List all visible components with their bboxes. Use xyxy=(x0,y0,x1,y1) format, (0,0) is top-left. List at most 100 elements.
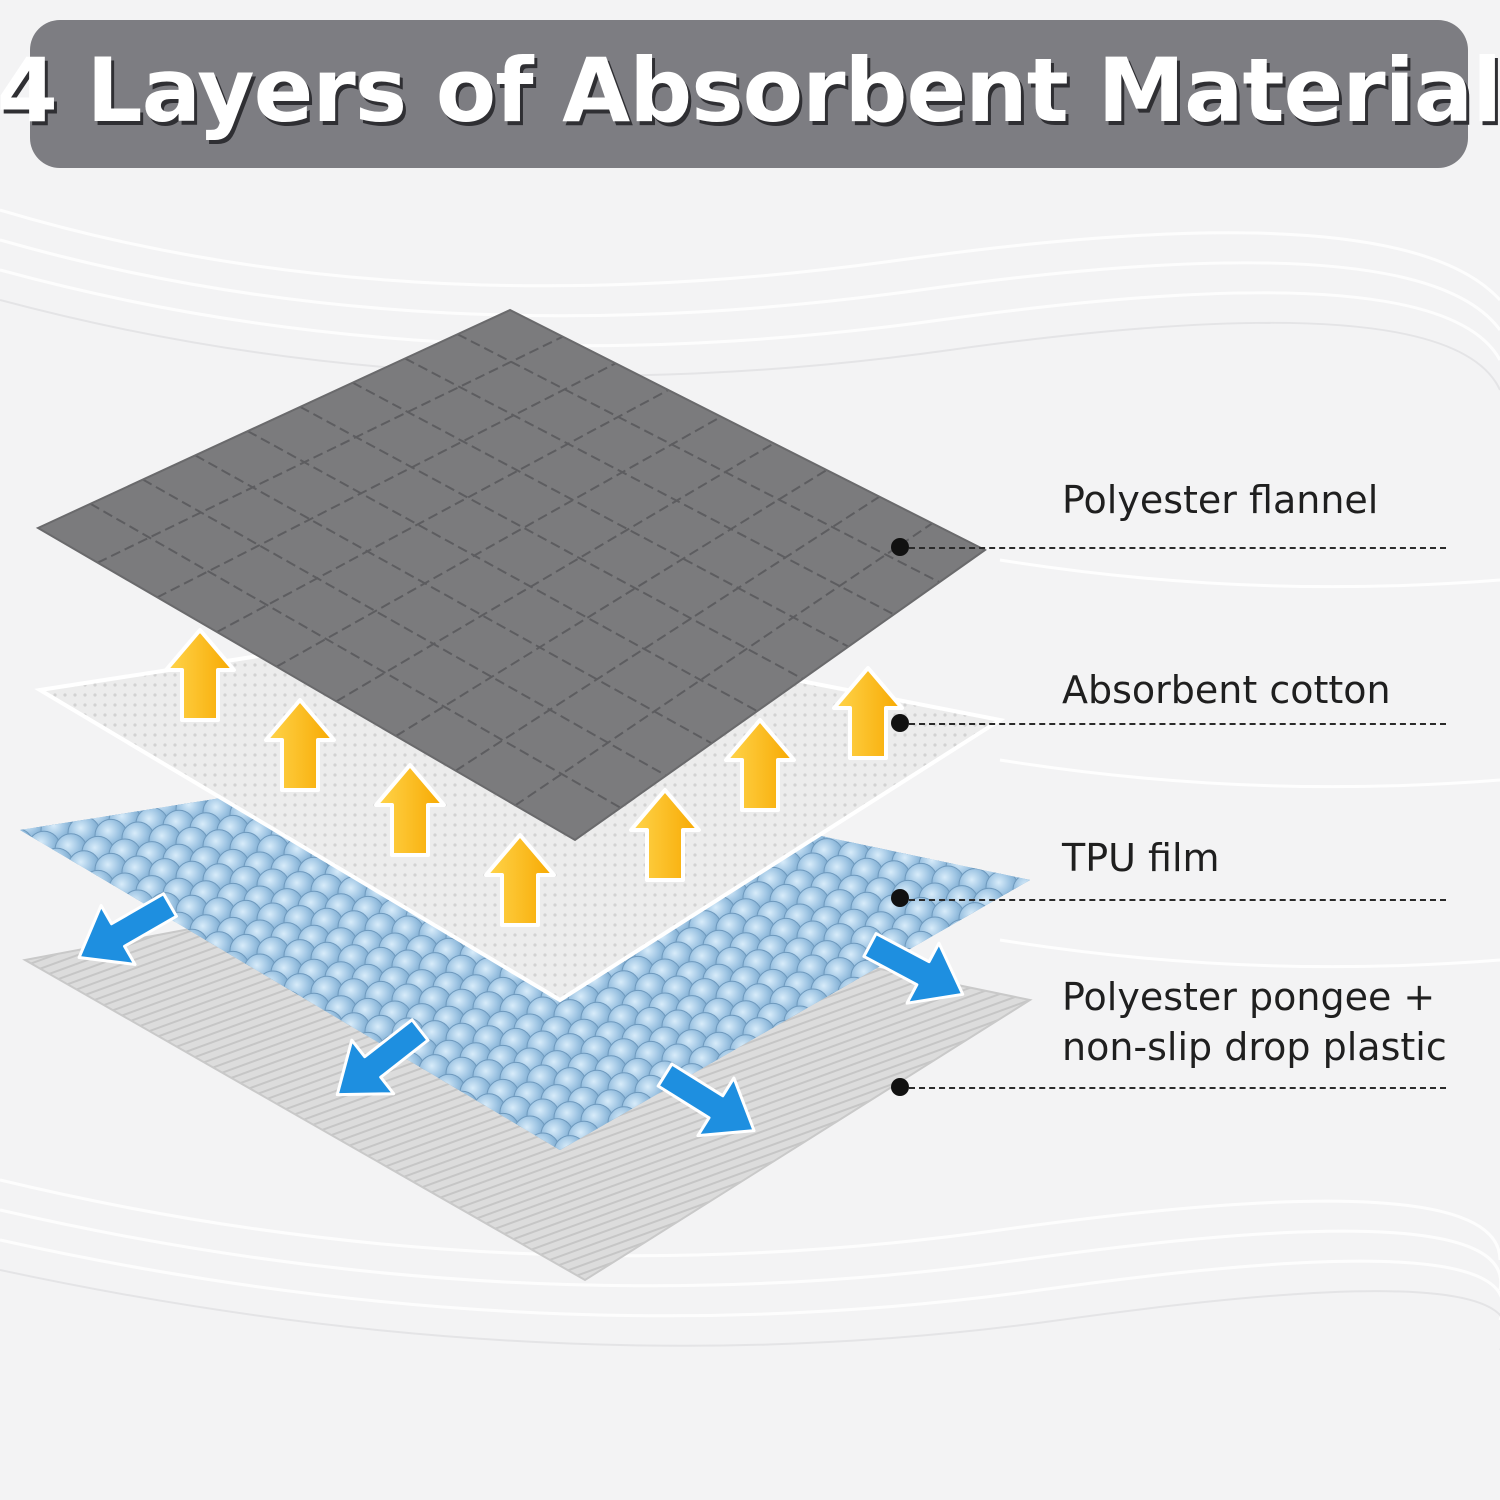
tpu-bubble xyxy=(999,890,1030,924)
arrow-out-icon xyxy=(77,892,178,966)
tpu-bubble xyxy=(1054,1236,1086,1268)
quilted-flannel-layer xyxy=(35,308,987,842)
tpu-bubble xyxy=(67,760,101,782)
tpu-bubble xyxy=(0,962,6,994)
tpu-bubble xyxy=(797,1159,829,1191)
tpu-bubble xyxy=(743,1222,775,1254)
tpu-bubble xyxy=(27,1034,61,1068)
tpu-bubble xyxy=(20,760,47,777)
tpu-bubble xyxy=(945,817,979,851)
tpu-bubble xyxy=(838,1215,870,1247)
tpu-bubble xyxy=(40,847,74,881)
tpu-bubble xyxy=(1026,1028,1030,1062)
tpu-bubble xyxy=(945,1055,979,1089)
tpu-bubble xyxy=(0,1149,19,1181)
tpu-bubble xyxy=(0,1115,19,1147)
tpu-bubble xyxy=(999,822,1030,856)
tpu-bubble xyxy=(67,1020,101,1054)
tpu-bubble xyxy=(797,1227,829,1259)
tpu-bubble xyxy=(135,1079,169,1113)
tpu-bubble xyxy=(743,1188,775,1220)
label-absorbent-cotton: Absorbent cotton xyxy=(1062,668,1391,712)
tpu-bubble xyxy=(946,1226,978,1258)
tpu-bubble xyxy=(311,1180,343,1212)
tpu-bubble xyxy=(999,958,1030,992)
tpu-bubble xyxy=(27,760,61,762)
tpu-bubble xyxy=(67,782,101,816)
tpu-bubble xyxy=(892,1186,924,1218)
tpu-bubble xyxy=(1040,1148,1072,1180)
tpu-bubble xyxy=(20,1134,34,1150)
tpu-bubble xyxy=(999,1094,1030,1128)
tpu-bubble xyxy=(931,831,965,865)
tpu-bubble xyxy=(148,1096,182,1130)
tpu-bubble xyxy=(108,770,142,804)
tpu-bubble xyxy=(999,1026,1030,1060)
tpu-bubble xyxy=(365,1185,397,1217)
tpu-bubble xyxy=(148,1130,182,1150)
label-polyester-pongee: Polyester pongee + non-slip drop plastic xyxy=(1062,972,1447,1072)
tpu-bubble xyxy=(877,1132,911,1150)
tpu-bubble xyxy=(878,1235,910,1267)
tpu-bubble xyxy=(919,1189,951,1221)
arrow-up-icon xyxy=(164,628,236,722)
leader-line-4 xyxy=(909,1087,1446,1089)
tpu-bubble xyxy=(135,1147,169,1150)
tpu-bubble xyxy=(1054,1100,1086,1132)
tpu-bubble xyxy=(864,1149,898,1150)
tpu-bubble xyxy=(392,1188,424,1220)
tpu-bubble xyxy=(40,881,74,915)
tpu-bubble xyxy=(20,1032,34,1066)
tpu-bubble xyxy=(1054,1202,1086,1234)
tpu-bubble xyxy=(784,1210,816,1242)
tpu-bubble xyxy=(20,913,47,947)
tpu-bubble xyxy=(94,1124,128,1150)
tpu-bubble xyxy=(932,1206,964,1238)
tpu-bubble xyxy=(40,983,74,1017)
tpu-bubble xyxy=(0,1064,6,1096)
tpu-bubble xyxy=(1054,1168,1086,1200)
tpu-bubble xyxy=(162,1149,196,1150)
tpu-bubble xyxy=(81,760,115,767)
tpu-bubble xyxy=(20,1100,34,1134)
tpu-bubble xyxy=(94,1090,128,1124)
tpu-bubble xyxy=(851,1164,883,1196)
tpu-bubble xyxy=(1040,1080,1072,1112)
tpu-bubble xyxy=(1054,1134,1086,1166)
tpu-bubble xyxy=(1040,1182,1072,1214)
tpu-bubble xyxy=(135,1113,169,1147)
tpu-bubble xyxy=(20,1049,47,1083)
tpu-bubble xyxy=(1026,1130,1030,1150)
tpu-bubble xyxy=(27,1000,61,1034)
tpu-bubble xyxy=(851,1232,883,1264)
tpu-bubble xyxy=(27,1068,61,1102)
tpu-bubble xyxy=(229,1103,263,1137)
tpu-bubble xyxy=(999,1128,1030,1150)
tpu-bubble xyxy=(20,794,34,828)
tpu-bubble xyxy=(931,1069,965,1103)
tpu-bubble xyxy=(0,809,19,841)
tpu-bubble xyxy=(972,819,1006,853)
tpu-bubble xyxy=(0,1047,19,1079)
arrow-out-icon xyxy=(862,932,965,1005)
tpu-bubble xyxy=(202,1101,236,1135)
tpu-bubble xyxy=(1013,1180,1045,1212)
tpu-bubble xyxy=(1040,1250,1072,1282)
tpu-bubble xyxy=(1012,873,1030,907)
tpu-bubble xyxy=(297,1128,331,1150)
tpu-bubble xyxy=(1013,1248,1045,1280)
arrow-up-icon xyxy=(484,833,556,927)
label-tpu-film: TPU film xyxy=(1062,836,1220,880)
tpu-bubble xyxy=(986,1177,1018,1209)
tpu-bubble xyxy=(1067,879,1099,911)
tpu-bubble xyxy=(27,898,61,932)
tpu-bubble xyxy=(0,1081,19,1113)
tpu-bubble xyxy=(40,915,74,949)
tpu-bubble xyxy=(0,1098,6,1130)
tpu-bubble xyxy=(0,724,6,756)
tpu-bubble xyxy=(40,1085,74,1119)
quilt-seam xyxy=(404,357,895,616)
tpu-bubble xyxy=(68,1157,100,1189)
tpu-bubble xyxy=(338,1183,370,1215)
tpu-bubble xyxy=(0,775,19,807)
